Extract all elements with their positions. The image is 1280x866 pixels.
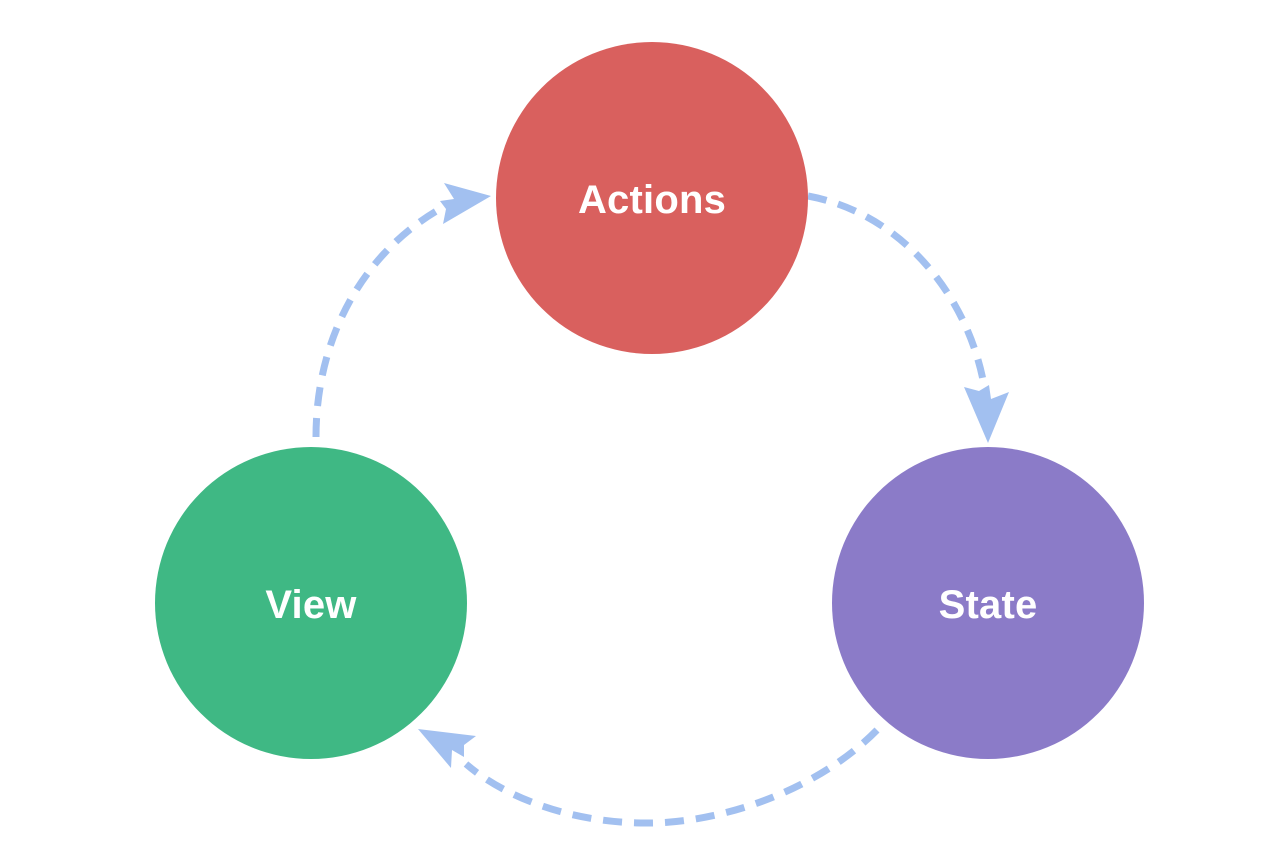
node-view-label: View xyxy=(265,583,357,627)
connector-view-to-actions[interactable] xyxy=(312,183,491,438)
node-state-circle[interactable] xyxy=(832,447,1144,759)
node-group: Actions View State xyxy=(155,42,1144,759)
connector-state-to-view-arrowhead-icon xyxy=(418,729,476,768)
connector-actions-to-state[interactable] xyxy=(807,192,1009,443)
node-actions-circle[interactable] xyxy=(496,42,808,354)
connector-actions-to-state-arrowhead-icon xyxy=(964,385,1009,443)
node-actions[interactable]: Actions xyxy=(496,42,808,354)
node-actions-label: Actions xyxy=(578,178,726,222)
connector-state-to-view[interactable] xyxy=(418,727,880,827)
node-view[interactable]: View xyxy=(155,447,467,759)
node-state-label: State xyxy=(939,583,1038,627)
node-view-circle[interactable] xyxy=(155,447,467,759)
connector-actions-to-state-path xyxy=(807,192,988,386)
connector-view-to-actions-arrowhead-icon xyxy=(440,183,491,224)
connector-state-to-view-path xyxy=(463,727,880,827)
connector-group xyxy=(312,183,1009,827)
node-state[interactable]: State xyxy=(832,447,1144,759)
connector-view-to-actions-path xyxy=(312,199,453,438)
